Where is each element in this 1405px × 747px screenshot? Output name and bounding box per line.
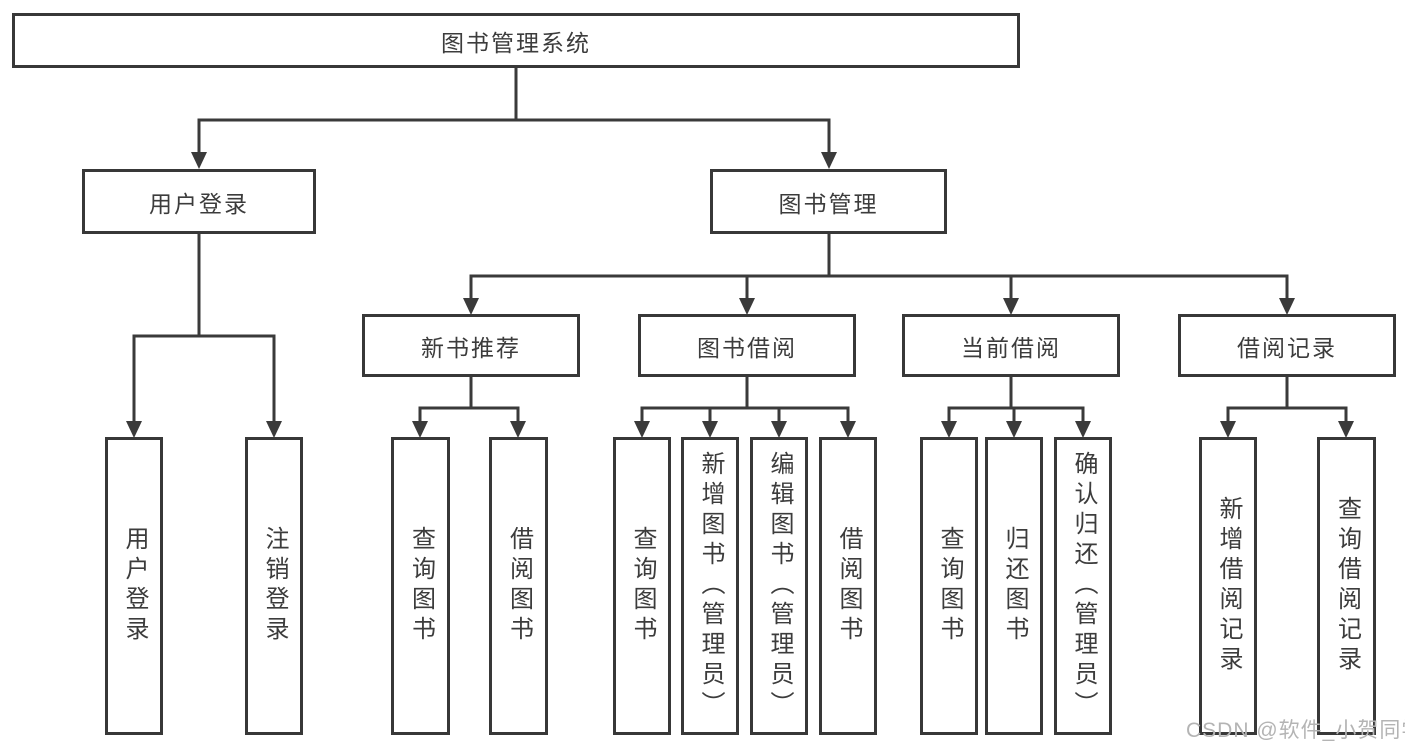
leaf-borrow-books-recommend: 借阅图书 <box>489 437 548 735</box>
leaf-query-books-current: 查询图书 <box>920 437 978 735</box>
node-root: 图书管理系统 <box>12 13 1020 68</box>
connector-user-login-children <box>126 232 282 438</box>
leaf-return-books: 归还图书 <box>985 437 1043 735</box>
node-book-borrow: 图书借阅 <box>638 314 856 377</box>
connector-book-mgmt-children <box>463 232 1295 315</box>
node-new-book-recommend: 新书推荐 <box>362 314 580 377</box>
connector-borrow-records-children <box>1220 376 1354 438</box>
leaf-user-login: 用户登录 <box>105 437 163 735</box>
connector-book-borrow-children <box>634 376 856 438</box>
leaf-query-borrow-record: 查询借阅记录 <box>1317 437 1376 735</box>
connector-current-borrow-children <box>941 376 1091 438</box>
leaf-add-borrow-record: 新增借阅记录 <box>1199 437 1257 735</box>
csdn-watermark: CSDN @软件_小贺同学 <box>1186 719 1405 742</box>
leaf-edit-books-admin: 编辑图书（管理员） <box>750 437 808 735</box>
node-borrow-records: 借阅记录 <box>1178 314 1396 377</box>
leaf-add-books-admin: 新增图书（管理员） <box>681 437 739 735</box>
node-current-borrow: 当前借阅 <box>902 314 1120 377</box>
connector-root-to-level2 <box>191 66 837 169</box>
leaf-borrow-books: 借阅图书 <box>819 437 877 735</box>
node-user-login: 用户登录 <box>82 169 316 234</box>
leaf-logout: 注销登录 <box>245 437 303 735</box>
leaf-query-books-borrow: 查询图书 <box>613 437 671 735</box>
leaf-query-books-recommend: 查询图书 <box>391 437 450 735</box>
leaf-confirm-return-admin: 确认归还（管理员） <box>1054 437 1112 735</box>
connector-new-book-children <box>412 376 526 438</box>
node-book-management: 图书管理 <box>710 169 947 234</box>
